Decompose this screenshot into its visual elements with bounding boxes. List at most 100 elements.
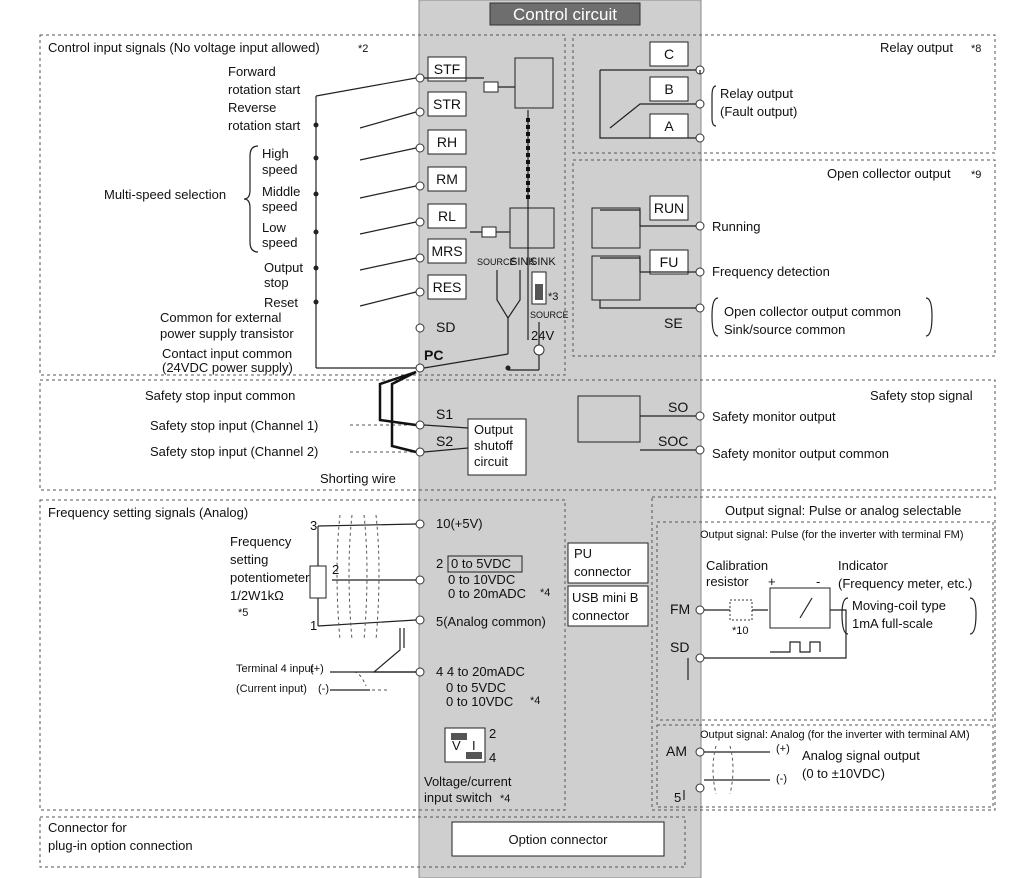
svg-text:RES: RES xyxy=(433,279,462,295)
safety-stop-label: Safety stop signal xyxy=(870,388,973,403)
open-collector-note: *9 xyxy=(971,169,981,181)
middle-label-2: speed xyxy=(262,199,297,214)
svg-text:A: A xyxy=(664,118,674,134)
relay-output-label: Relay output xyxy=(880,40,953,55)
analog-wiring xyxy=(309,514,486,763)
fm-sd-label: SD xyxy=(670,639,689,655)
output-signal-label: Output signal: Pulse or analog selectabl… xyxy=(725,503,961,518)
shorting-wire-label: Shorting wire xyxy=(320,471,396,486)
safety-ch1-label: Safety stop input (Channel 1) xyxy=(150,418,318,433)
common-ext-label-1: Common for external xyxy=(160,310,281,325)
option-connector xyxy=(451,821,665,857)
source-label-2: SOURCE xyxy=(530,310,569,320)
switch-label-2: input switch xyxy=(424,790,492,805)
open-collector-section xyxy=(572,159,996,357)
switch-v-label: V xyxy=(452,738,461,753)
term4-minus: (-) xyxy=(318,683,329,695)
soc-label: SOC xyxy=(658,433,688,449)
t4-label: 4 4 to 20mADC xyxy=(436,664,525,679)
high-label-1: High xyxy=(262,146,289,161)
output-stop-label-1: Output xyxy=(264,260,303,275)
relay-label-1: Relay output xyxy=(720,86,793,101)
pulse-output-label: Output signal: Pulse (for the inverter w… xyxy=(700,529,963,541)
cal-label-2: resistor xyxy=(706,574,749,589)
switch-label-1: Voltage/current xyxy=(424,774,512,789)
frequency-setting-label: Frequency setting signals (Analog) xyxy=(48,505,248,520)
input-terminal-rl: RL xyxy=(359,203,467,235)
note4b: *4 xyxy=(530,695,540,707)
open-collector-terminals: RUN FU xyxy=(591,195,705,313)
input-terminal-res: RES xyxy=(359,274,467,307)
output-signal-section xyxy=(651,496,996,811)
note10: *10 xyxy=(732,625,749,637)
pu-label-2: connector xyxy=(574,564,632,579)
pin1-label: 1 xyxy=(310,618,317,633)
switch-2-label: 2 xyxy=(489,726,496,741)
note3: *3 xyxy=(548,291,558,303)
svg-text:B: B xyxy=(664,81,673,97)
frequency-setting-section xyxy=(39,499,566,811)
pin3-label: 3 xyxy=(310,518,317,533)
sink-label-2: SINK xyxy=(530,256,556,268)
svg-text:RUN: RUN xyxy=(654,200,684,216)
multi-speed-brace xyxy=(243,145,259,253)
low-label-2: speed xyxy=(262,235,297,250)
control-input-label: Control input signals (No voltage input … xyxy=(48,40,320,55)
s1-label: S1 xyxy=(436,406,453,422)
am-minus: (-) xyxy=(776,773,787,785)
input-terminal-rm: RM xyxy=(359,166,467,199)
term4-plus: (+) xyxy=(310,663,324,675)
switch-note: *4 xyxy=(500,793,510,805)
forward-label-1: Forward xyxy=(228,64,276,79)
svg-text:RL: RL xyxy=(438,208,456,224)
pot-label-3: potentiometer xyxy=(230,570,310,585)
freq-detect-label: Frequency detection xyxy=(712,264,830,279)
term4-label-2: (Current input) xyxy=(236,683,307,695)
moving-coil-label-1: Moving-coil type xyxy=(852,598,946,613)
safety-monitor-label: Safety monitor output xyxy=(712,409,836,424)
forward-label-2: rotation start xyxy=(228,82,301,97)
source-label: SOURCE xyxy=(477,257,516,267)
t2-range-box xyxy=(447,555,523,573)
am-plus: (+) xyxy=(776,743,790,755)
sink-label: SINK xyxy=(510,256,536,268)
t2-range: 0 to 5VDC xyxy=(451,556,511,571)
sd-terminal xyxy=(415,323,425,333)
oc-common-label-1: Open collector output common xyxy=(724,304,901,319)
t2-label: 2 xyxy=(436,556,443,571)
shutoff-label-1: Output xyxy=(474,422,513,437)
output-stop-label-2: stop xyxy=(264,275,289,290)
pot-label-2: setting xyxy=(230,552,268,567)
pu-connector xyxy=(567,542,649,584)
fm-label: FM xyxy=(670,601,690,617)
t4-alt1: 0 to 5VDC xyxy=(446,680,506,695)
relay-output-section xyxy=(572,34,996,154)
bus-junctions xyxy=(313,122,319,305)
pot-label-5: *5 xyxy=(238,607,248,619)
control-input-section xyxy=(39,34,566,376)
t4-alt2: 0 to 10VDC xyxy=(446,694,513,709)
analog-output-subsection xyxy=(656,724,994,808)
reverse-label-1: Reverse xyxy=(228,100,276,115)
am-wiring xyxy=(683,745,770,800)
shutoff-label-2: shutoff xyxy=(474,438,513,453)
diagram-title: Control circuit xyxy=(513,5,617,24)
t2-alt2: 0 to 20mADC xyxy=(448,586,526,601)
svg-text:C: C xyxy=(664,46,674,62)
input-terminal-stf: STF xyxy=(315,56,467,97)
safety-stop-section xyxy=(39,379,996,491)
so-label: SO xyxy=(668,399,688,415)
low-label-1: Low xyxy=(262,220,286,235)
high-label-2: speed xyxy=(262,162,297,177)
fm-minus: - xyxy=(816,574,820,589)
safety-wiring xyxy=(350,370,705,476)
fm-plus: + xyxy=(768,574,776,589)
pot-label-4: 1/2W1kΩ xyxy=(230,588,284,603)
sd-label: SD xyxy=(436,319,455,335)
am-5-label: 5 xyxy=(674,790,681,805)
term4-label-1: Terminal 4 input xyxy=(236,663,314,675)
indicator-label-2: (Frequency meter, etc.) xyxy=(838,576,972,591)
safety-ch2-label: Safety stop input (Channel 2) xyxy=(150,444,318,459)
pin2-label: 2 xyxy=(332,562,339,577)
reverse-label-2: rotation start xyxy=(228,118,301,133)
